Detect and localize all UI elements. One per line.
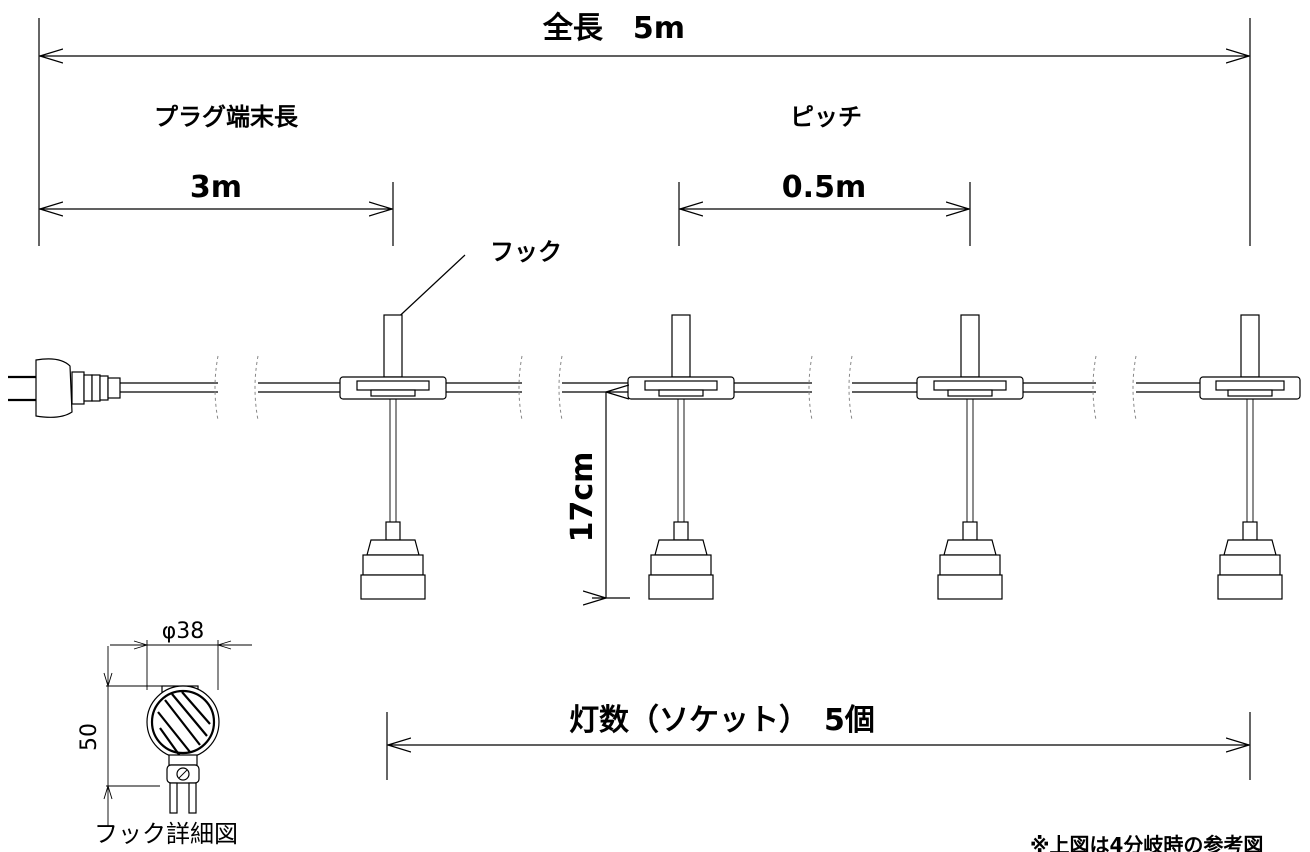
- drop-length-dimension: 17cm: [565, 392, 630, 598]
- plug-neck: [71, 371, 85, 405]
- socket-upper: [362, 554, 424, 576]
- hook-diameter-label: φ38: [162, 619, 205, 644]
- socket-neck: [385, 521, 401, 541]
- hook-leg-left: [169, 782, 178, 814]
- hook-detail-caption: フック詳細図: [94, 820, 238, 848]
- hook-leg-right: [188, 782, 197, 814]
- hook-post: [1240, 314, 1260, 378]
- socket-upper: [939, 554, 1001, 576]
- junction-clip: [1227, 389, 1273, 397]
- arrowhead: [133, 640, 148, 650]
- plug-strain-relief: [107, 377, 121, 399]
- junction-clip: [658, 389, 704, 397]
- pitch-dimension: ピッチ 0.5m: [678, 103, 971, 246]
- junction-cap: [356, 380, 430, 391]
- socket-lower: [1217, 574, 1283, 600]
- plug-end-length-title: プラグ端末長: [154, 103, 299, 131]
- socket-count-dimension: 灯数（ソケット） 5個: [386, 703, 1251, 780]
- pitch-title: ピッチ: [790, 103, 862, 131]
- socket-neck: [962, 521, 978, 541]
- plug-ring-1: [83, 374, 93, 402]
- junction-cap: [1215, 380, 1285, 391]
- hook-ring-hatching: [157, 691, 211, 757]
- socket-upper: [650, 554, 712, 576]
- plug-end-length-dimension: プラグ端末長 3m: [40, 103, 394, 246]
- hook-ring-inner: [150, 689, 216, 755]
- socket-lower: [937, 574, 1003, 600]
- hook-detail-drawing: φ38 50 フック詳細図: [77, 619, 252, 848]
- screw-slot: [178, 769, 188, 779]
- plug-ring-2: [91, 374, 101, 402]
- hook-collar: [168, 754, 198, 766]
- socket-shoulder: [654, 539, 708, 556]
- cord-segment: [1136, 382, 1200, 393]
- footnote: ※上図は4分岐時の参考図: [1030, 833, 1263, 852]
- branch-unit: [1199, 314, 1301, 600]
- socket-shoulder: [366, 539, 420, 556]
- hook-leader-line: [390, 254, 466, 325]
- cord-segment: [734, 382, 812, 393]
- socket-neck: [1242, 521, 1258, 541]
- arrowhead: [103, 672, 113, 687]
- hook-label: フック: [490, 238, 562, 266]
- cord-segment: [1023, 382, 1096, 393]
- plug-ring-3: [99, 375, 109, 401]
- socket-shoulder: [943, 539, 997, 556]
- arrowhead: [103, 785, 113, 800]
- arrowhead: [217, 640, 232, 650]
- branch-unit: [627, 314, 735, 600]
- pitch-value: 0.5m: [782, 170, 866, 205]
- plug-end-length-value: 3m: [190, 170, 242, 205]
- hook-height-label: 50: [77, 723, 102, 751]
- total-length-dimension: 全長 5m: [38, 11, 1251, 246]
- cord-break: [518, 355, 563, 421]
- socket-lower: [360, 574, 426, 600]
- cord-break: [214, 355, 259, 421]
- junction-clip: [370, 389, 416, 397]
- cord-segment: [446, 382, 522, 393]
- socket-count-label: 灯数（ソケット） 5個: [569, 703, 875, 738]
- hook-post: [960, 314, 980, 378]
- plug-body: [35, 358, 73, 418]
- cord-break: [1092, 355, 1137, 421]
- cord-segment: [562, 382, 628, 393]
- hook-post: [671, 314, 691, 378]
- socket-upper: [1219, 554, 1281, 576]
- branch-unit: [916, 314, 1024, 600]
- junction-cap: [933, 380, 1007, 391]
- socket-neck: [673, 521, 689, 541]
- junction-cap: [644, 380, 718, 391]
- hook-callout: フック: [390, 238, 562, 325]
- plug: [8, 358, 121, 418]
- cord-segment: [852, 382, 917, 393]
- socket-lower: [648, 574, 714, 600]
- drop-length-label: 17cm: [565, 452, 600, 543]
- socket-shoulder: [1223, 539, 1277, 556]
- cord-segment: [258, 382, 340, 393]
- branch-unit: [339, 314, 447, 600]
- cord-break: [808, 355, 853, 421]
- hook-post: [383, 314, 403, 378]
- junction-clip: [947, 389, 993, 397]
- cord-segment: [120, 382, 218, 393]
- total-length-label: 全長 5m: [542, 11, 685, 46]
